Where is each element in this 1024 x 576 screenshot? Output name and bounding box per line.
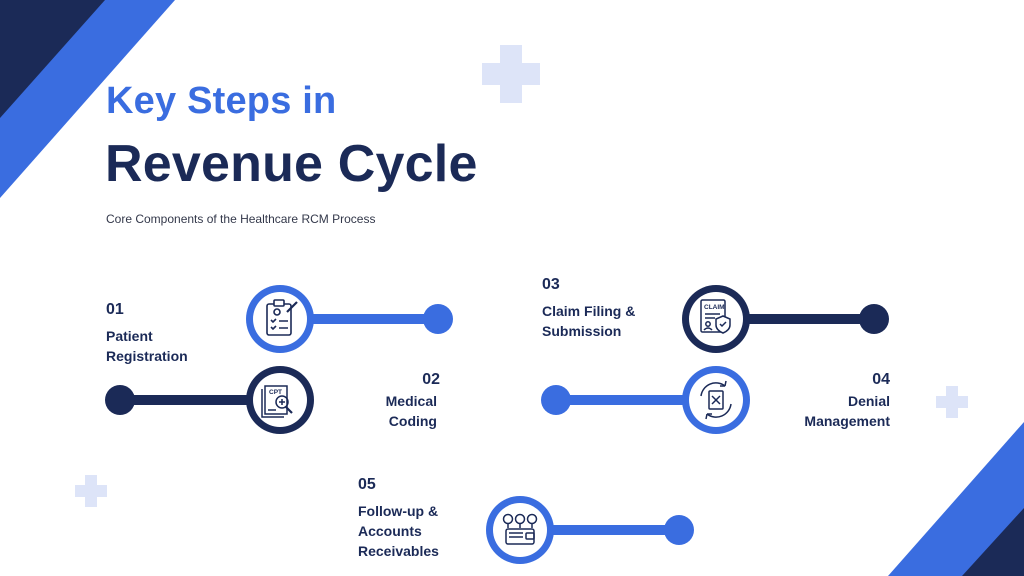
step-05-number: 05 [358,476,376,493]
step-05-label-line3: Receivables [358,543,439,559]
step-04-connector [541,385,696,415]
step-01-node [246,285,314,353]
page-subtitle: Core Components of the Healthcare RCM Pr… [106,212,376,226]
step-02-connector [105,385,260,415]
wallet-coins-icon [502,513,538,545]
cpt-label: CPT [269,389,282,396]
plus-icon [75,475,107,507]
step-03-number: 03 [542,276,560,293]
corner-stripe-navy-top-left [0,0,105,118]
step-01-number: 01 [106,301,124,318]
step-02-node: CPT [246,366,314,434]
step-01-label-line1: Patient [106,328,153,344]
clipboard-checklist-icon [266,299,298,336]
step-02-number: 02 [422,371,440,388]
step-01-connector [300,304,453,334]
step-03-label-line2: Submission [542,323,622,339]
step-01-label-line2: Registration [106,348,188,364]
step-05-label-line2: Accounts [358,523,422,539]
step-05-node [486,496,554,564]
cpt-code-book-icon [261,385,293,418]
step-03-node: CLAIM [682,285,750,353]
step-03-label-line1: Claim Filing & [542,303,636,319]
step-03-connector [735,304,889,334]
step-04-label-line1: Denial [847,393,890,409]
page-title-line2: Revenue Cycle [105,135,478,193]
step-04-number: 04 [872,371,890,388]
step-02-label-line1: Medical [385,393,437,409]
step-05-label: Follow-up & Accounts Receivables [358,501,439,561]
step-04-label: Denial Management [780,391,890,431]
corner-stripe-blue-bottom-right [888,422,1024,576]
plus-icon [936,386,968,418]
step-02-label: Medical Coding [340,391,437,431]
page-title-line1: Key Steps in [106,80,337,122]
claim-label: CLAIM [704,304,725,311]
plus-icon [482,45,540,103]
claim-form-shield-icon [700,299,731,334]
step-04-label-line2: Management [804,413,890,429]
step-02-label-line2: Coding [388,413,437,429]
step-01-label: Patient Registration [106,326,188,366]
step-05-label-line1: Follow-up & [358,503,439,519]
step-03-label: Claim Filing & Submission [542,301,635,341]
step-05-connector [540,515,694,545]
cycle-arrows-document-icon [700,380,732,420]
step-04-node [682,366,750,434]
corner-stripe-navy-bottom-right [962,508,1024,576]
